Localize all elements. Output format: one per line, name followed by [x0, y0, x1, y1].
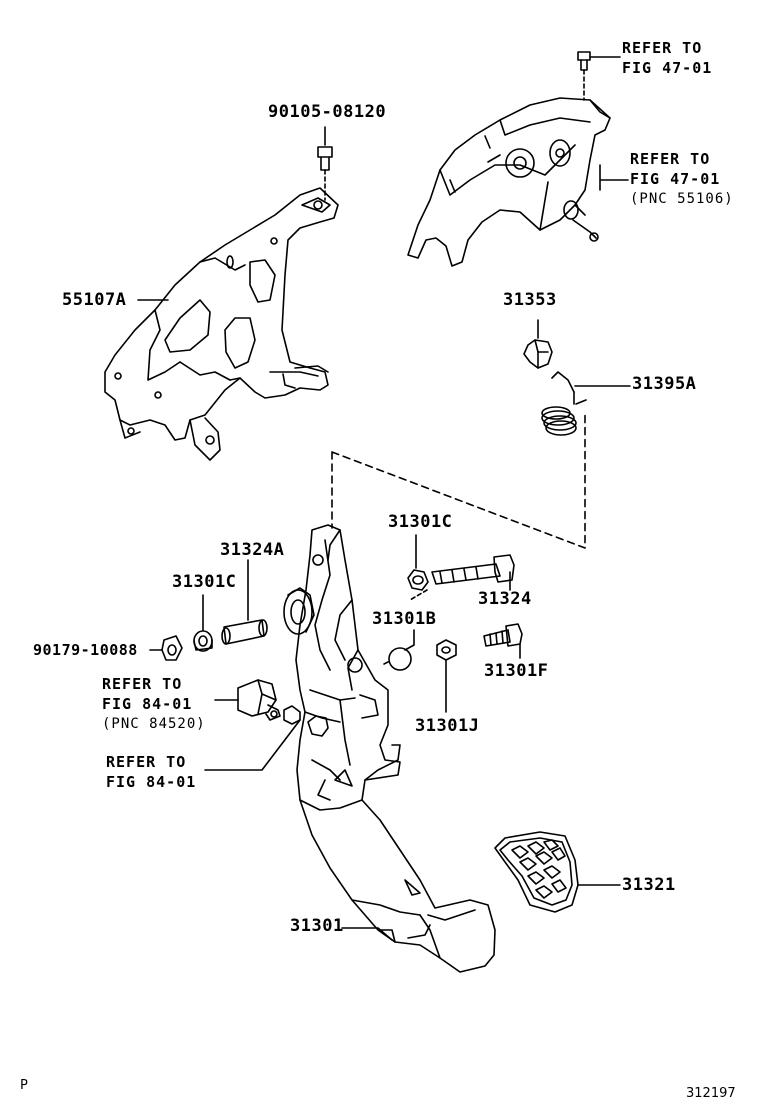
ref-line: REFER TO	[630, 150, 711, 168]
figure-number: 312197	[686, 1086, 736, 1101]
callout-31301C-left: 31301C	[172, 572, 237, 592]
ref-line: REFER TO	[622, 39, 703, 57]
ref-pnc: (PNC 84520)	[102, 716, 206, 732]
pedal-pad-31321	[494, 831, 621, 913]
callout-31301C-top: 31301C	[388, 512, 453, 532]
clutch-switch	[214, 679, 301, 725]
pedal-support-bracket-upper	[407, 97, 611, 267]
clutch-pedal-arm-31301	[295, 524, 496, 973]
ref-line: FIG 47-01	[630, 170, 721, 188]
assembly-dash-line	[331, 411, 586, 549]
bolt-31324	[409, 554, 515, 601]
callout-31301: 31301	[290, 916, 344, 936]
footer-left-mark: P	[20, 1078, 28, 1093]
collar-31301C-top	[407, 534, 429, 591]
ref-line: FIG 47-01	[622, 59, 713, 77]
bracket-bolt-top	[577, 51, 621, 101]
ref-line: REFER TO	[102, 675, 183, 693]
ref-line: FIG 84-01	[102, 695, 193, 713]
callout-31321: 31321	[622, 875, 676, 895]
leader-lines	[137, 164, 629, 941]
cushion-31353	[523, 319, 553, 369]
bracket-55107A	[104, 187, 339, 461]
callout-31395A: 31395A	[632, 374, 697, 394]
bolt-31301F	[483, 623, 523, 659]
pedal-boss	[283, 587, 315, 635]
callout-31301J: 31301J	[415, 716, 480, 736]
callout-90105-08120: 90105-08120	[268, 102, 387, 122]
callout-31324A: 31324A	[220, 540, 285, 560]
nut-90179-10088	[149, 635, 183, 661]
ref-line: REFER TO	[106, 753, 187, 771]
collar-31301C-left	[193, 594, 213, 652]
ref-fig-84-01-stopper: REFER TO FIG 84-01	[106, 752, 196, 792]
ref-pnc: (PNC 55106)	[630, 191, 734, 207]
callout-31353: 31353	[503, 290, 557, 310]
bushing-31301B	[383, 629, 415, 671]
callout-31301F: 31301F	[484, 661, 549, 681]
callout-55107A: 55107A	[62, 290, 127, 310]
ref-fig-47-01-bolt: REFER TO FIG 47-01	[622, 38, 712, 78]
bolt-90105-08120	[317, 126, 333, 201]
callout-31301B: 31301B	[372, 609, 437, 629]
pin-31324A	[221, 559, 268, 645]
ref-line: FIG 84-01	[106, 773, 197, 791]
pedal-stopper	[204, 715, 329, 771]
ref-fig-47-01-bracket: REFER TO FIG 47-01 (PNC 55106)	[630, 149, 734, 209]
nut-31301J	[436, 639, 457, 713]
turnover-spring-31395A	[541, 371, 631, 436]
callout-90179-10088: 90179-10088	[33, 641, 138, 659]
callout-31324: 31324	[478, 589, 532, 609]
ref-fig-84-01-switch: REFER TO FIG 84-01 (PNC 84520)	[102, 674, 206, 734]
